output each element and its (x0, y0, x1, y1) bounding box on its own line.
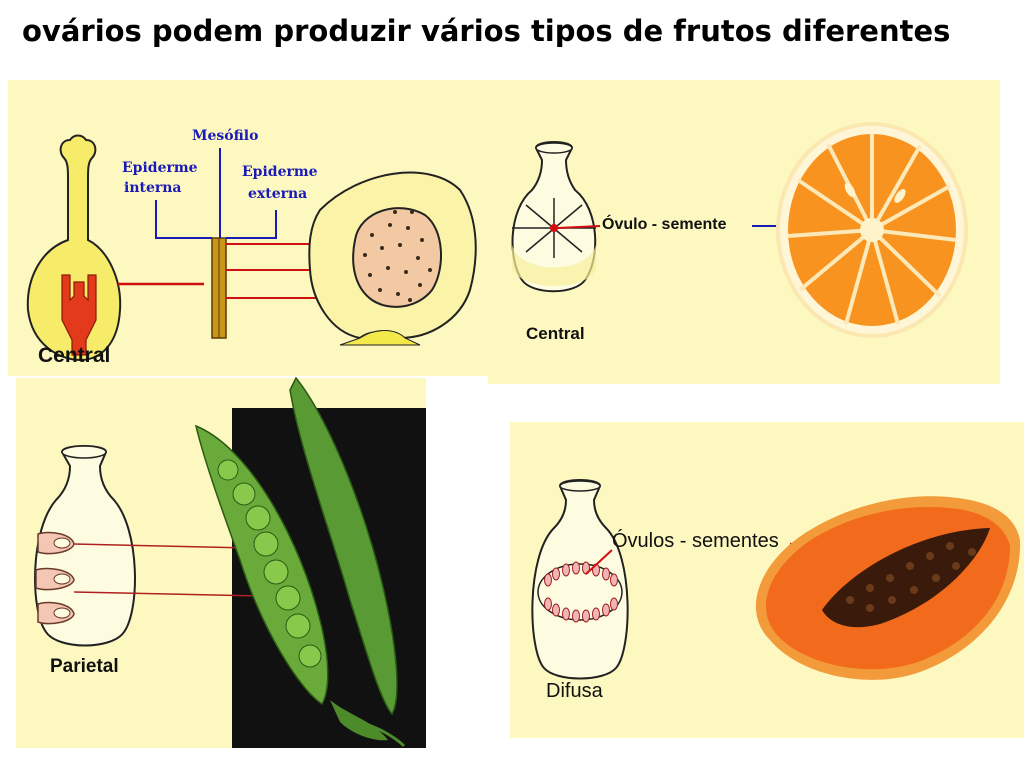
pistil-central-drawing (26, 134, 122, 362)
drupe-drawing (308, 171, 477, 346)
label-central-2: Central (526, 324, 585, 343)
label-parietal: Parietal (50, 656, 119, 677)
label-epiderme-interna-2: interna (124, 180, 182, 196)
papaya-half-drawing (755, 496, 1021, 680)
label-ovulo-semente: Óvulo - semente (602, 216, 727, 233)
label-mesofilo: Mesófilo (192, 128, 259, 144)
ovary-central-drawing (511, 141, 597, 293)
label-epiderme-interna-1: Epiderme (122, 160, 198, 176)
label-epiderme-externa-2: externa (248, 186, 308, 202)
pea-pods-drawing (194, 376, 406, 748)
orange-half-drawing (776, 122, 968, 338)
label-epiderme-externa-1: Epiderme (242, 164, 318, 180)
ovary-parietal-drawing (34, 445, 136, 647)
label-central-1: Central (38, 344, 111, 367)
label-difusa: Difusa (546, 680, 603, 702)
slide-title: ovários podem produzir vários tipos de f… (22, 14, 951, 48)
label-ovulos-sementes: Óvulos - sementes (612, 530, 779, 552)
ovary-difusa-drawing (531, 479, 629, 680)
